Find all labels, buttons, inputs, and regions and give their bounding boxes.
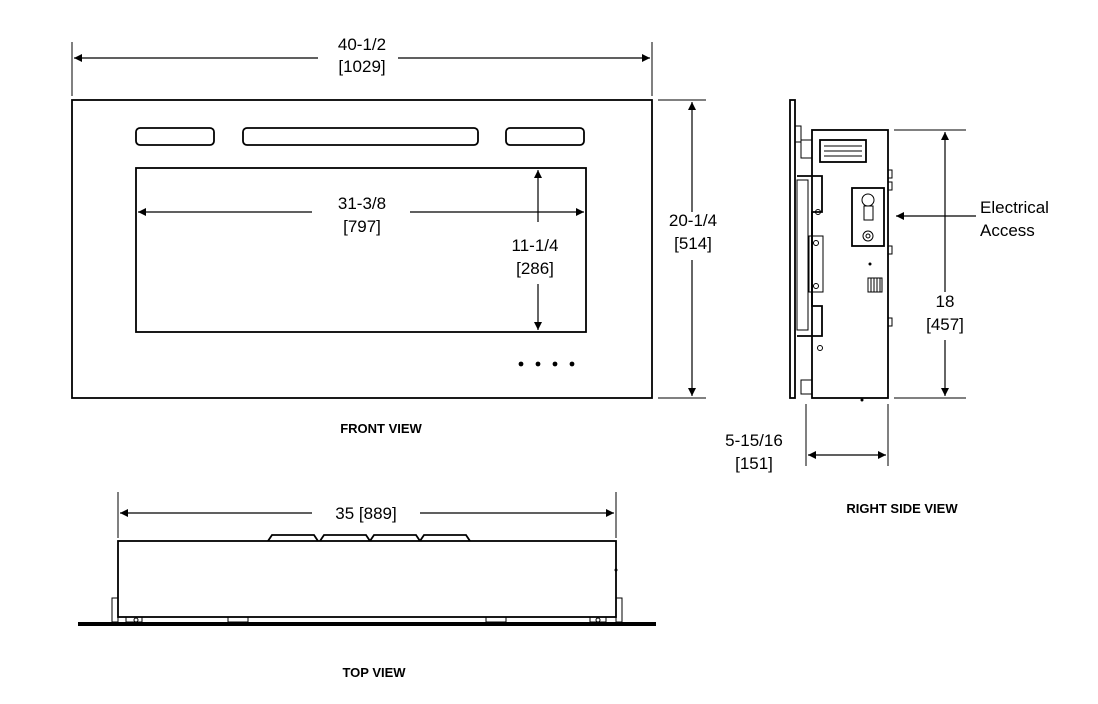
side-depth-in: 5-15/16 bbox=[725, 431, 783, 450]
electrical-label-line1: Electrical bbox=[980, 198, 1049, 217]
electrical-label-line2: Access bbox=[980, 221, 1035, 240]
opening-width-mm: [797] bbox=[343, 217, 381, 236]
top-view: 35 [889] TOP VIEW bbox=[78, 492, 656, 680]
top-width: 35 [889] bbox=[335, 504, 396, 523]
front-vent-left bbox=[135, 127, 215, 146]
front-frame bbox=[71, 99, 653, 399]
side-height-mm: [457] bbox=[926, 315, 964, 334]
front-height-mm: [514] bbox=[674, 234, 712, 253]
side-grille bbox=[819, 139, 867, 163]
side-depth-dimension: 5-15/16 [151] bbox=[725, 404, 889, 473]
opening-height-in: 11-1/4 bbox=[512, 236, 559, 255]
front-width-mm: [1029] bbox=[338, 57, 385, 76]
side-height-in: 18 bbox=[936, 292, 955, 311]
side-vent-slots bbox=[867, 277, 883, 293]
top-body bbox=[117, 540, 617, 618]
front-height-dimension: 20-1/4 [514] bbox=[658, 99, 717, 399]
top-width-dimension: 35 [889] bbox=[117, 492, 617, 538]
top-view-label: TOP VIEW bbox=[342, 665, 406, 680]
front-opening bbox=[135, 167, 587, 333]
front-control-dots bbox=[518, 361, 575, 367]
front-height-in: 20-1/4 bbox=[669, 211, 717, 230]
electrical-access-callout: Electrical Access bbox=[896, 198, 1049, 240]
opening-height-mm: [286] bbox=[516, 259, 554, 278]
opening-height-dimension: 11-1/4 [286] bbox=[512, 170, 559, 330]
front-vent-right bbox=[505, 127, 585, 146]
side-flange bbox=[789, 99, 796, 399]
front-vent-center bbox=[242, 127, 479, 146]
opening-width-in: 31-3/8 bbox=[338, 194, 386, 213]
front-view-label: FRONT VIEW bbox=[340, 421, 422, 436]
side-view-label: RIGHT SIDE VIEW bbox=[846, 501, 958, 516]
side-depth-mm: [151] bbox=[735, 454, 773, 473]
right-side-view: Electrical Access 18 [457] 5-15/16 [151]… bbox=[725, 99, 1049, 516]
opening-width-dimension: 31-3/8 [797] bbox=[138, 194, 584, 236]
electrical-access-box bbox=[851, 187, 885, 247]
front-width-in: 40-1/2 bbox=[338, 35, 386, 54]
front-view: 40-1/2 [1029] 31-3/8 [797] 11-1/4 [286] bbox=[71, 35, 717, 436]
front-width-dimension: 40-1/2 [1029] bbox=[71, 35, 653, 96]
side-height-dimension: 18 [457] bbox=[894, 129, 966, 399]
top-flange bbox=[78, 622, 656, 626]
